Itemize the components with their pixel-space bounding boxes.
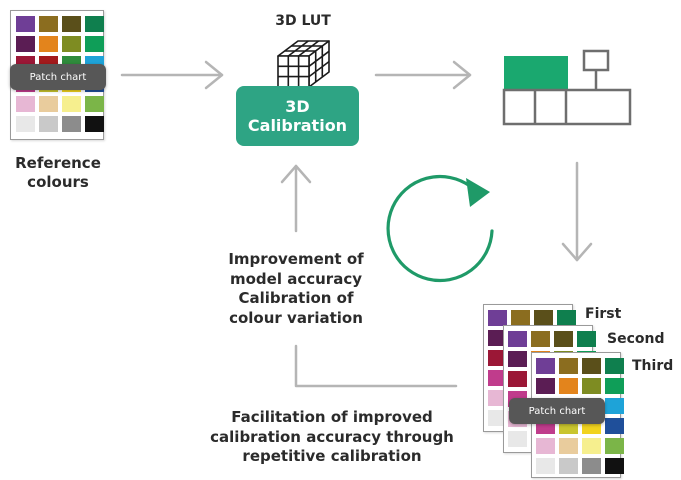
color-patch bbox=[488, 330, 507, 346]
feedback-text: Improvement of model accuracy Calibratio… bbox=[206, 250, 386, 328]
color-patch bbox=[85, 116, 104, 132]
color-patch bbox=[577, 331, 596, 347]
color-patch bbox=[554, 331, 573, 347]
stack-patch-chart-label: Patch chart bbox=[509, 398, 605, 424]
color-patch bbox=[16, 36, 35, 52]
color-patch bbox=[605, 418, 624, 434]
color-patch bbox=[39, 96, 58, 112]
bottom-text-line1: Facilitation of improved bbox=[231, 408, 433, 426]
feedback-text-line3: Calibration of bbox=[238, 289, 354, 307]
stack-label-first: First bbox=[585, 306, 622, 322]
calibration-line1: 3D bbox=[285, 96, 310, 116]
color-patch bbox=[508, 431, 527, 447]
color-patch bbox=[508, 371, 527, 387]
stack-label-third: Third bbox=[632, 358, 674, 374]
lut-title: 3D LUT bbox=[275, 13, 331, 29]
arrow-ref-to-calibration-head bbox=[204, 60, 224, 90]
arrow-lut-to-device-head bbox=[452, 60, 472, 90]
patch-chart-third bbox=[531, 352, 624, 478]
color-patch bbox=[508, 331, 527, 347]
reference-caption-line2: colours bbox=[27, 172, 89, 191]
stack-label-second: Second bbox=[607, 331, 665, 347]
color-patch bbox=[39, 116, 58, 132]
feedback-text-line2: model accuracy bbox=[230, 269, 362, 288]
color-patch bbox=[511, 310, 530, 326]
color-patch bbox=[85, 96, 104, 112]
color-patch bbox=[531, 331, 550, 347]
color-patch bbox=[85, 36, 104, 52]
color-patch bbox=[536, 458, 555, 474]
color-patch bbox=[559, 438, 578, 454]
color-patch bbox=[582, 458, 601, 474]
color-patch bbox=[488, 370, 507, 386]
calibration-box: 3D Calibration bbox=[236, 86, 359, 146]
color-patch bbox=[488, 410, 507, 426]
cube-icon bbox=[277, 40, 330, 88]
arrow-feedback-lower bbox=[294, 344, 458, 388]
color-patch bbox=[559, 358, 578, 374]
color-patch bbox=[605, 438, 624, 454]
color-patch bbox=[582, 438, 601, 454]
arrow-feedback-head bbox=[280, 164, 312, 184]
color-patch bbox=[582, 358, 601, 374]
color-patch bbox=[534, 310, 553, 326]
printer-device-icon bbox=[502, 49, 632, 126]
color-patch bbox=[488, 350, 507, 366]
color-patch bbox=[39, 36, 58, 52]
cycle-icon bbox=[386, 174, 494, 283]
color-patch bbox=[559, 378, 578, 394]
feedback-text-line1: Improvement of bbox=[228, 250, 364, 268]
color-patch bbox=[16, 96, 35, 112]
color-patch bbox=[536, 438, 555, 454]
color-patch bbox=[39, 16, 58, 32]
bottom-text: Facilitation of improved calibration acc… bbox=[182, 408, 482, 467]
color-patch bbox=[488, 310, 507, 326]
bottom-text-line2: calibration accuracy through bbox=[210, 427, 454, 446]
color-patch bbox=[488, 390, 507, 406]
color-patch bbox=[62, 36, 81, 52]
color-patch bbox=[559, 458, 578, 474]
color-patch bbox=[536, 358, 555, 374]
color-patch bbox=[85, 16, 104, 32]
color-patch bbox=[62, 116, 81, 132]
color-patch bbox=[62, 16, 81, 32]
color-patch bbox=[16, 116, 35, 132]
color-patch bbox=[605, 378, 624, 394]
color-patch bbox=[16, 16, 35, 32]
feedback-text-line4: colour variation bbox=[229, 308, 363, 327]
color-patch bbox=[557, 310, 576, 326]
color-patch bbox=[62, 96, 81, 112]
bottom-text-line3: repetitive calibration bbox=[242, 447, 422, 465]
color-patch bbox=[605, 458, 624, 474]
color-patch bbox=[508, 351, 527, 367]
arrow-device-to-charts-head bbox=[561, 242, 593, 262]
color-patch bbox=[536, 378, 555, 394]
calibration-line2: Calibration bbox=[247, 116, 348, 135]
color-patch bbox=[605, 398, 624, 414]
color-patch bbox=[605, 358, 624, 374]
reference-caption: Reference colours bbox=[6, 154, 110, 192]
patch-grid bbox=[536, 358, 624, 474]
patch-chart-label: Patch chart bbox=[10, 64, 106, 90]
color-patch bbox=[582, 378, 601, 394]
reference-caption-line1: Reference bbox=[15, 154, 101, 172]
